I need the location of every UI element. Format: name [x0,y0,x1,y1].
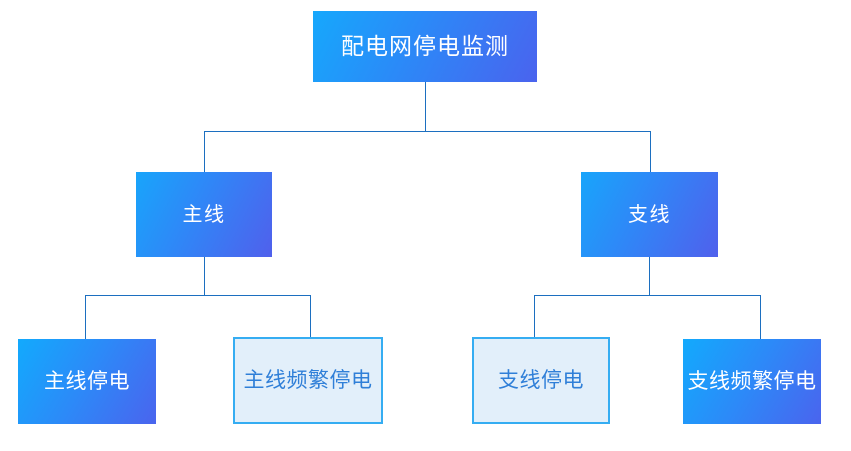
connector-branchline-to-frequent-outage [760,295,761,339]
connector-root-bus [204,131,651,132]
connector-branchline-stem [649,257,650,296]
node-branchline-frequent-outage[interactable]: 支线频繁停电 [683,339,821,424]
node-branchline[interactable]: 支线 [581,172,718,257]
connector-root-to-branchline [650,131,651,173]
connector-mainline-bus [85,295,311,296]
node-mainline-outage[interactable]: 主线停电 [18,339,156,424]
connector-branchline-bus [534,295,761,296]
connector-mainline-to-frequent-outage [310,295,311,337]
connector-root-stem [425,82,426,132]
connector-mainline-to-outage [85,295,86,339]
node-root-distribution-network-outage-monitoring[interactable]: 配电网停电监测 [313,11,537,82]
connector-mainline-stem [204,257,205,296]
node-mainline[interactable]: 主线 [136,172,272,257]
node-mainline-frequent-outage[interactable]: 主线频繁停电 [233,337,383,424]
connector-root-to-mainline [204,131,205,173]
connector-branchline-to-outage [534,295,535,337]
node-branchline-outage[interactable]: 支线停电 [472,337,610,424]
